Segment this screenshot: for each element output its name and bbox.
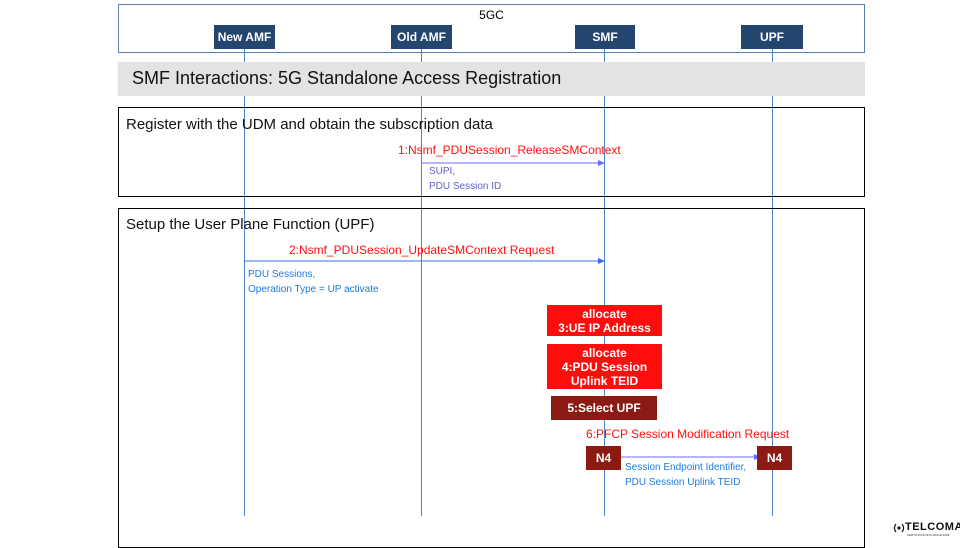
lifeline-upf <box>772 49 773 516</box>
action-3-line-2: 3:UE IP Address <box>558 320 651 335</box>
message-label-1: 1:Nsmf_PDUSession_ReleaseSMContext <box>398 143 621 157</box>
logo-tagline: CERTIFICATIONS SINCE 2009 <box>907 533 950 537</box>
n4-tag-smf: N4 <box>586 446 621 470</box>
5gc-label: 5GC <box>479 8 504 22</box>
action-3-line-1: allocate <box>582 306 627 321</box>
action-allocate-uplink-teid: allocate 4:PDU Session Uplink TEID <box>547 344 662 389</box>
lifeline-smf <box>604 49 605 516</box>
action-4-line-1: allocate <box>582 345 627 360</box>
node-smf: SMF <box>575 25 635 49</box>
param-pdu-session-id: PDU Session ID <box>429 181 502 192</box>
logo-name: TELCOMA <box>905 521 960 533</box>
section-udm-registration <box>118 107 865 197</box>
action-4-line-2: 4:PDU Session <box>561 359 648 374</box>
message-params-1: SUPI, PDU Session ID <box>429 164 501 194</box>
action-select-upf: 5:Select UPF <box>551 396 657 420</box>
lifeline-new-amf <box>244 49 245 516</box>
message-label-2: 2:Nsmf_PDUSession_UpdateSMContext Reques… <box>289 243 555 257</box>
arrow-1-head <box>598 160 605 166</box>
param-pdu-sessions: PDU Sessions, <box>248 269 316 280</box>
param-operation-type: Operation Type = UP activate <box>248 284 379 295</box>
message-params-6: Session Endpoint Identifier, PDU Session… <box>625 460 746 490</box>
node-new-amf: New AMF <box>214 25 275 49</box>
title-band <box>118 62 865 96</box>
param-supi: SUPI, <box>429 166 456 177</box>
signal-icon <box>893 523 905 533</box>
arrow-2-head <box>598 258 605 264</box>
section-title-upf: Setup the User Plane Function (UPF) <box>126 216 375 233</box>
param-uplink-teid: PDU Session Uplink TEID <box>625 477 741 488</box>
message-params-2: PDU Sessions, Operation Type = UP activa… <box>248 267 379 297</box>
node-upf: UPF <box>741 25 803 49</box>
telcoma-logo: TELCOMA CERTIFICATIONS SINCE 2009 <box>893 520 960 538</box>
n4-tag-upf: N4 <box>757 446 792 470</box>
diagram-title: SMF Interactions: 5G Standalone Access R… <box>132 68 562 88</box>
section-title-udm: Register with the UDM and obtain the sub… <box>126 116 493 133</box>
param-session-endpoint-id: Session Endpoint Identifier, <box>625 462 747 473</box>
node-old-amf: Old AMF <box>391 25 452 49</box>
message-label-6: 6:PFCP Session Modification Request <box>586 427 790 441</box>
lifeline-old-amf <box>421 49 422 516</box>
5gc-frame <box>118 4 865 53</box>
action-allocate-ue-ip: allocate 3:UE IP Address <box>547 305 662 336</box>
action-4-line-3: Uplink TEID <box>570 373 639 388</box>
